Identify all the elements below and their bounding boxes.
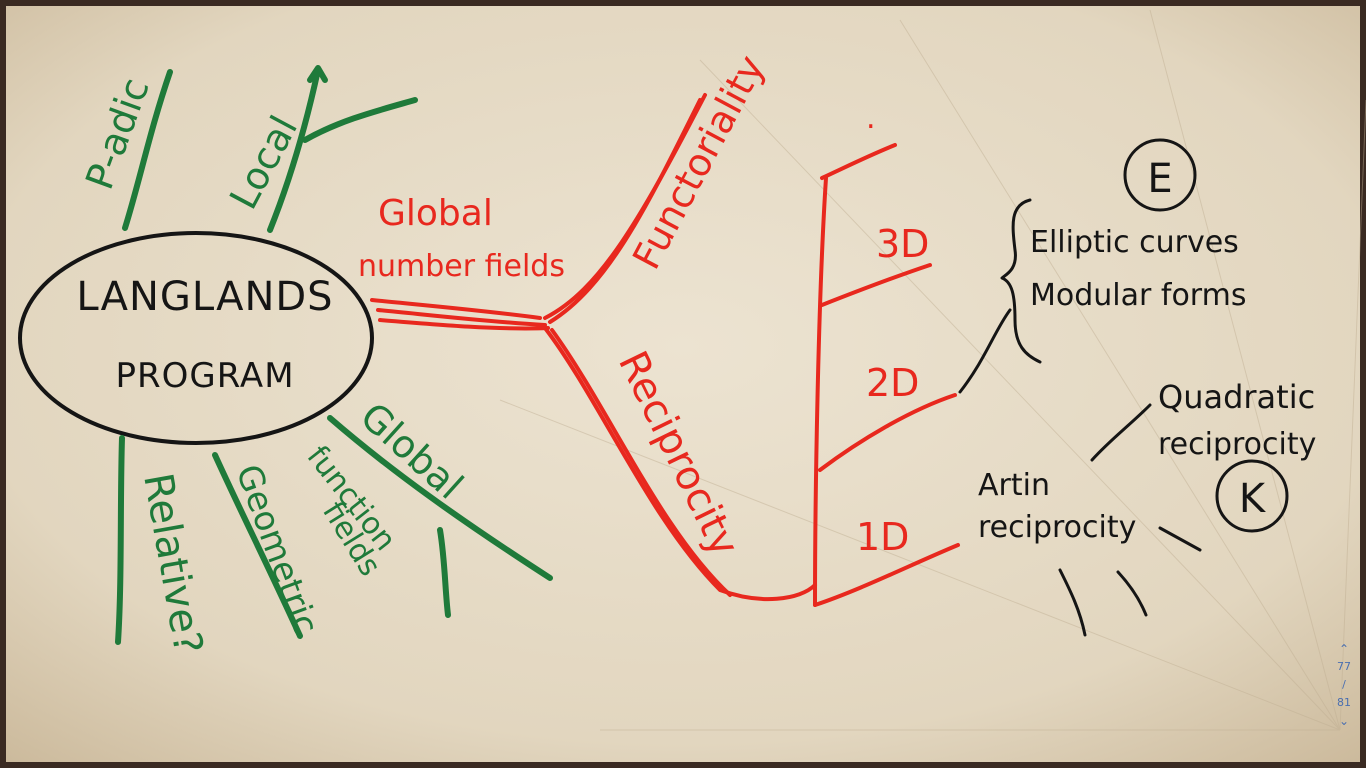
e-badge-circle xyxy=(1123,138,1197,212)
center-ellipse xyxy=(18,231,374,445)
e-badge: E xyxy=(1147,156,1172,202)
red-branches xyxy=(370,93,960,607)
label-2d: 2D xyxy=(866,361,919,405)
center-title-line1: LANGLANDS xyxy=(76,274,333,320)
center-title-line2: PROGRAM xyxy=(115,356,294,396)
slide-pager: ⌃ 77 / 81 ⌄ xyxy=(1330,640,1358,730)
label-quadratic-reciprocity-2: reciprocity xyxy=(1158,427,1316,462)
green-branches xyxy=(115,65,553,645)
label-global-number-fields-1: Global xyxy=(378,193,493,234)
pager-separator: / xyxy=(1342,678,1346,691)
label-3d: 3D xyxy=(876,222,929,266)
k-badge-circle xyxy=(1215,459,1289,533)
label-dots: . xyxy=(866,101,876,136)
compass-lines xyxy=(499,9,1366,731)
label-quadratic-reciprocity-1: Quadratic xyxy=(1158,378,1315,416)
pager-total: 81 xyxy=(1337,696,1351,709)
label-artin-reciprocity-1: Artin xyxy=(978,468,1050,503)
k-badge: K xyxy=(1239,476,1267,522)
label-modular-forms: Modular forms xyxy=(1030,278,1246,313)
chevron-up-icon[interactable]: ⌃ xyxy=(1338,642,1350,656)
label-elliptic-curves: Elliptic curves xyxy=(1030,225,1239,260)
label-artin-reciprocity-2: reciprocity xyxy=(978,510,1136,545)
chevron-down-icon[interactable]: ⌄ xyxy=(1338,714,1350,728)
pager-current: 77 xyxy=(1337,660,1351,673)
label-1d: 1D xyxy=(856,515,909,559)
label-global-number-fields-2: number fields xyxy=(358,249,565,284)
black-strokes xyxy=(958,198,1202,637)
